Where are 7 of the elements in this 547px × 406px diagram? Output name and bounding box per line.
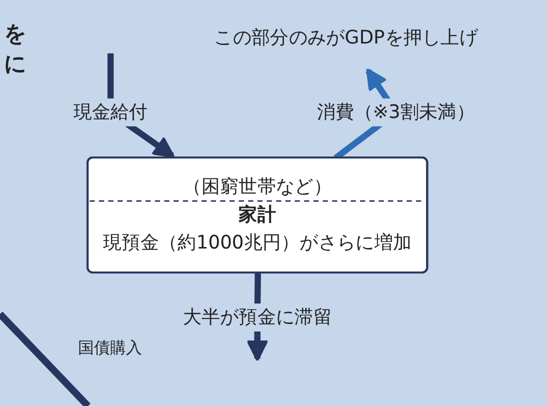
edge-label: 消費（※3割未満）	[317, 102, 476, 124]
line-label: 国債購入	[78, 338, 142, 359]
heading-fragment: に	[4, 51, 28, 79]
edge-label: 現金給付	[74, 102, 148, 124]
edge-label: 大半が預金に滞留	[183, 306, 332, 328]
node-text: この部分のみがGDPを押し上げ	[214, 26, 478, 49]
heading-fragment: を	[4, 21, 28, 49]
